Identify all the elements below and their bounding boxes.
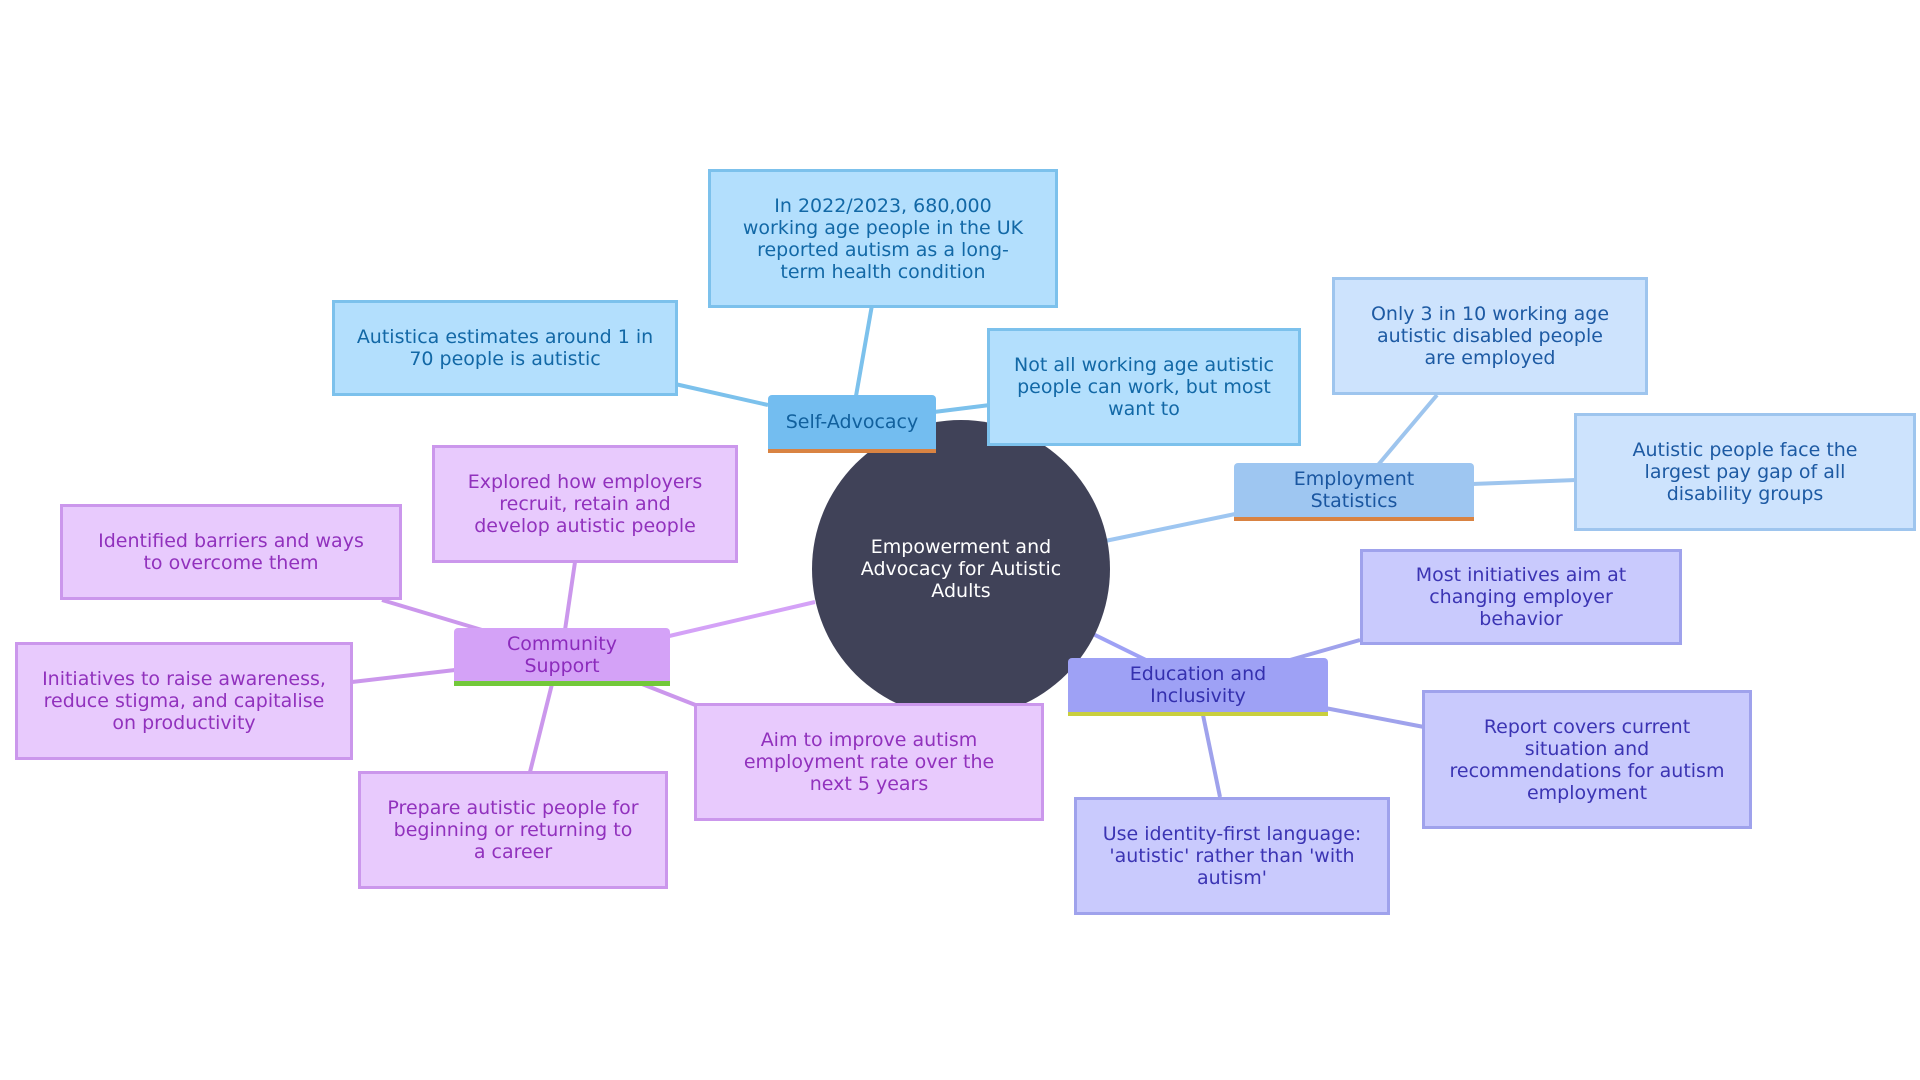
sa-leaf-1-text: Autistica estimates around 1 in 70 peopl… <box>356 326 654 370</box>
ed-leaf-3-text: Use identity-first language: 'autistic' … <box>1102 823 1362 889</box>
branch-self-advocacy-label: Self-Advocacy <box>785 411 919 433</box>
edge-cs-leaf-5 <box>641 682 699 708</box>
edge-sa-leaf-3 <box>933 403 991 414</box>
es-leaf-1[interactable]: Only 3 in 10 working age autistic disabl… <box>1332 277 1648 395</box>
branch-community-support[interactable]: Community Support <box>454 628 670 686</box>
ed-leaf-3[interactable]: Use identity-first language: 'autistic' … <box>1074 797 1390 915</box>
edge-cs-leaf-4 <box>528 683 554 773</box>
edge-center-community <box>664 600 816 639</box>
edge-sa-leaf-2 <box>854 304 874 397</box>
cs-leaf-5-text: Aim to improve autism employment rate ov… <box>743 729 995 795</box>
cs-leaf-3[interactable]: Initiatives to raise awareness, reduce s… <box>15 642 353 760</box>
edge-es-leaf-2 <box>1471 478 1577 486</box>
es-leaf-2[interactable]: Autistic people face the largest pay gap… <box>1574 413 1916 531</box>
es-leaf-1-text: Only 3 in 10 working age autistic disabl… <box>1370 303 1610 369</box>
sa-leaf-1[interactable]: Autistica estimates around 1 in 70 peopl… <box>332 300 678 396</box>
edge-cs-leaf-2 <box>381 598 483 632</box>
branch-employment-statistics[interactable]: Employment Statistics <box>1234 463 1474 521</box>
branch-employment-statistics-label: Employment Statistics <box>1293 468 1415 512</box>
edge-center-education <box>1092 632 1151 664</box>
cs-leaf-2[interactable]: Identified barriers and ways to overcome… <box>60 504 402 600</box>
sa-leaf-3-text: Not all working age autistic people can … <box>1014 354 1274 420</box>
edge-cs-leaf-3 <box>351 668 456 684</box>
cs-leaf-4[interactable]: Prepare autistic people for beginning or… <box>358 771 668 889</box>
cs-leaf-4-text: Prepare autistic people for beginning or… <box>387 797 639 863</box>
edge-ed-leaf-2 <box>1324 706 1425 729</box>
branch-self-advocacy[interactable]: Self-Advocacy <box>768 395 936 453</box>
branch-community-support-label: Community Support <box>507 632 617 677</box>
cs-leaf-1-text: Explored how employers recruit, retain a… <box>467 471 703 537</box>
branch-education-inclusivity[interactable]: Education and Inclusivity <box>1068 658 1328 716</box>
edge-center-employment-statistics <box>1104 511 1241 543</box>
sa-leaf-2[interactable]: In 2022/2023, 680,000 working age people… <box>708 169 1058 308</box>
cs-leaf-5[interactable]: Aim to improve autism employment rate ov… <box>694 703 1044 821</box>
cs-leaf-1[interactable]: Explored how employers recruit, retain a… <box>432 445 738 563</box>
edge-ed-leaf-1 <box>1289 638 1361 662</box>
ed-leaf-2[interactable]: Report covers current situation and reco… <box>1422 690 1752 829</box>
edge-sa-leaf-1 <box>674 382 769 407</box>
ed-leaf-1-text: Most initiatives aim at changing employe… <box>1415 564 1627 630</box>
ed-leaf-2-text: Report covers current situation and reco… <box>1449 715 1725 804</box>
edge-cs-leaf-1 <box>563 561 577 631</box>
ed-leaf-1[interactable]: Most initiatives aim at changing employe… <box>1360 549 1682 645</box>
center-label: Empowerment and Advocacy for Autistic Ad… <box>860 536 1062 602</box>
cs-leaf-3-text: Initiatives to raise awareness, reduce s… <box>42 668 326 734</box>
branch-education-inclusivity-label: Education and Inclusivity <box>1129 663 1267 707</box>
edge-ed-leaf-3 <box>1201 714 1222 798</box>
center-node[interactable]: Empowerment and Advocacy for Autistic Ad… <box>812 420 1110 718</box>
es-leaf-2-text: Autistic people face the largest pay gap… <box>1632 439 1858 505</box>
cs-leaf-2-text: Identified barriers and ways to overcome… <box>98 530 364 574</box>
sa-leaf-2-text: In 2022/2023, 680,000 working age people… <box>742 194 1024 283</box>
sa-leaf-3[interactable]: Not all working age autistic people can … <box>987 328 1301 446</box>
edge-es-leaf-1 <box>1376 393 1439 467</box>
